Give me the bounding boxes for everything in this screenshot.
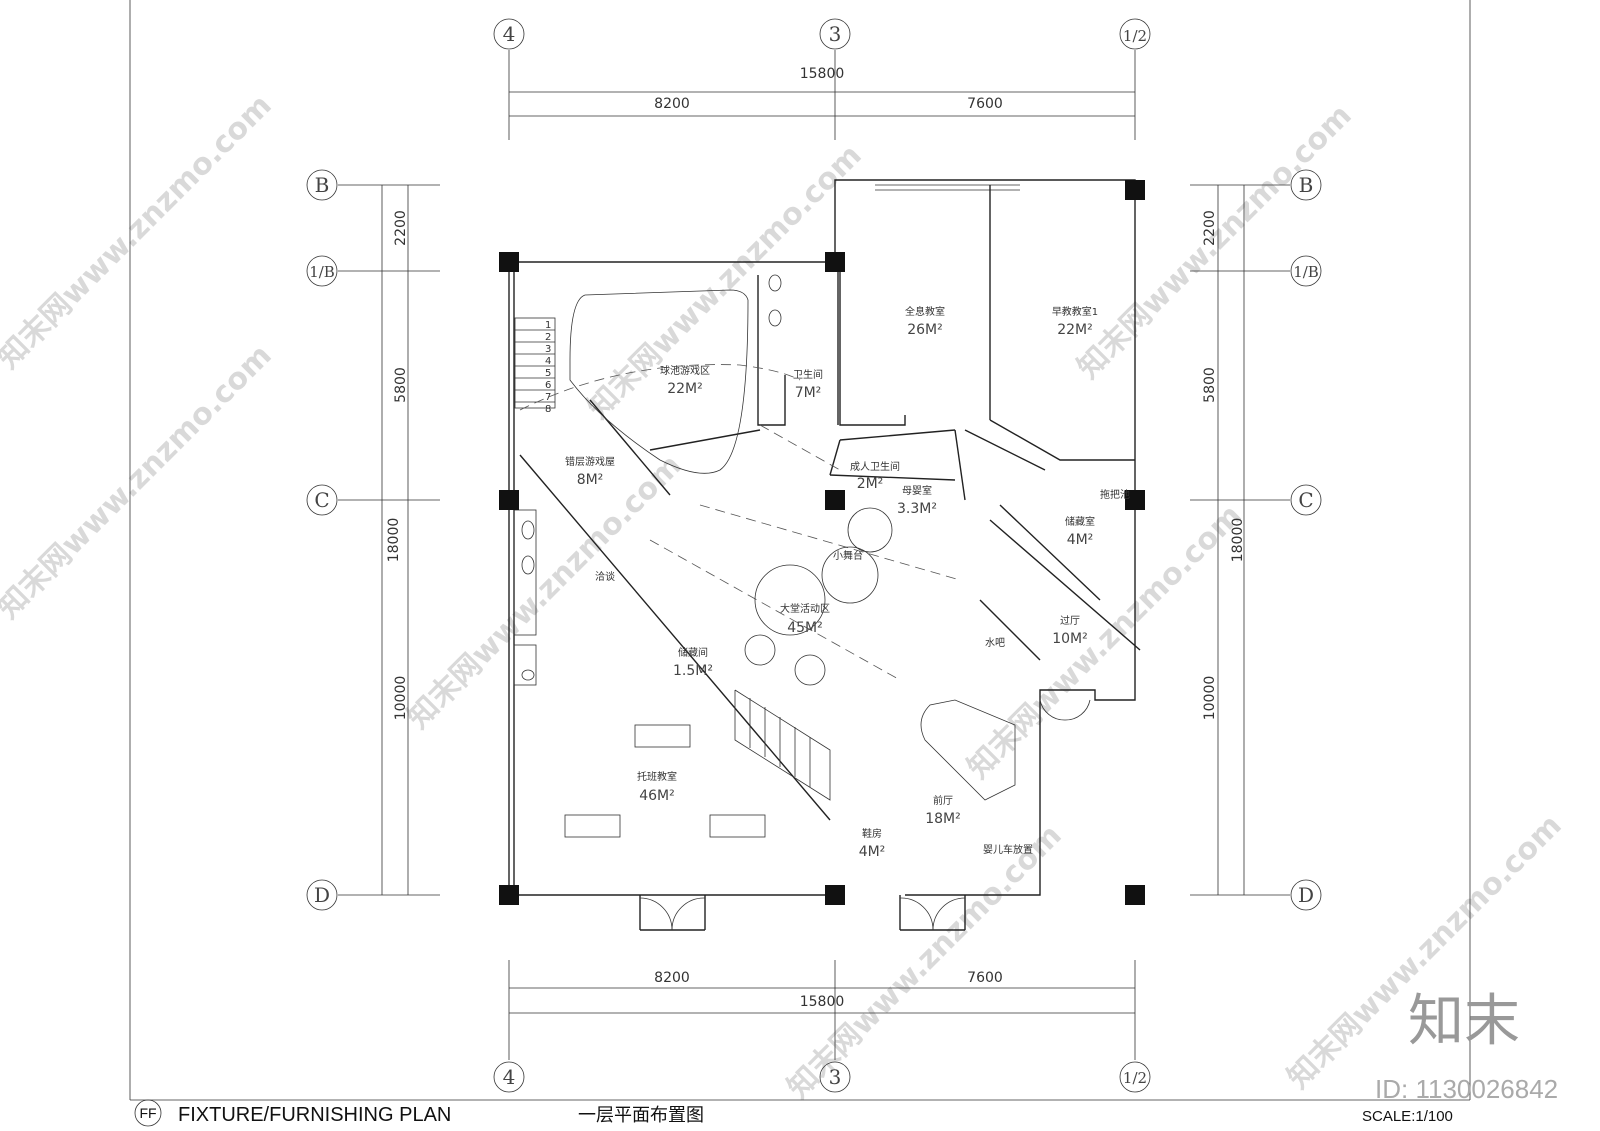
- drawing-scale: SCALE:1/100: [1362, 1108, 1453, 1125]
- grid-label-C-right: C: [1298, 488, 1313, 512]
- stair-step-6: 6: [545, 380, 551, 391]
- title-block: FF FIXTURE/FURNISHING PLAN 一层平面布置图 SCALE…: [134, 989, 1558, 1127]
- room-area-holo: 26M²: [907, 322, 943, 338]
- dim-left-total: 18000: [386, 518, 402, 563]
- grid-axis-left: B 1/B C D 18000 2200 5800 10000: [306, 169, 440, 911]
- watermark-8: 知末网www.znzmo.com: [1281, 808, 1569, 1096]
- grid-label-1-2-top: 1/2: [1123, 27, 1147, 45]
- room-name-split-house: 错层游戏屋: [565, 455, 615, 468]
- dim-right-5800: 5800: [1202, 367, 1218, 403]
- room-name-ball-pit: 球池游戏区: [660, 364, 710, 377]
- grid-label-1B-right: 1/B: [1293, 263, 1319, 281]
- label-water-bar: 水吧: [985, 637, 1005, 649]
- grid-axis-right: 18000 2200 5800 10000 B 1/B C D: [1190, 169, 1322, 911]
- grid-label-3-top: 3: [829, 22, 842, 46]
- room-area-adult-wc: 2M²: [857, 476, 884, 492]
- dim-right-2200: 2200: [1202, 210, 1218, 246]
- drawing-title-en: FIXTURE/FURNISHING PLAN: [178, 1104, 451, 1126]
- grid-label-4-top: 4: [503, 22, 516, 46]
- room-area-storeroom: 1.5M²: [673, 663, 713, 679]
- room-name-hall: 过厅: [1060, 614, 1080, 627]
- room-area-shoe-room: 4M²: [859, 844, 886, 860]
- dim-bottom-total: 15800: [800, 994, 845, 1010]
- room-name-early-ed: 早教教室1: [1052, 305, 1098, 318]
- room-name-nursery-class: 托班教室: [637, 770, 677, 783]
- grid-label-D-right: D: [1298, 883, 1314, 907]
- room-name-holo: 全息教室: [905, 305, 945, 318]
- label-mop: 拖把池: [1100, 488, 1130, 501]
- room-name-nursing: 母婴室: [902, 484, 932, 497]
- dim-bottom-left: 8200: [654, 970, 690, 986]
- grid-label-1-2-bottom: 1/2: [1123, 1069, 1147, 1087]
- stair-step-8: 8: [545, 404, 551, 415]
- room-area-storage: 4M²: [1067, 532, 1094, 548]
- room-name-adult-wc: 成人卫生间: [850, 460, 900, 473]
- grid-label-3-bottom: 3: [829, 1065, 842, 1089]
- room-name-storeroom: 储藏间: [678, 646, 708, 659]
- dim-top-total: 15800: [800, 66, 845, 82]
- dim-left-10000: 10000: [393, 676, 409, 721]
- grid-label-B-left: B: [315, 173, 330, 197]
- label-stage: 小舞台: [833, 549, 863, 562]
- grid-label-C-left: C: [314, 488, 329, 512]
- stair-step-1: 1: [545, 320, 551, 331]
- room-name-lobby: 大堂活动区: [780, 602, 830, 615]
- room-area-hall: 10M²: [1052, 631, 1088, 647]
- stair-step-5: 5: [545, 368, 551, 379]
- room-area-early-ed: 22M²: [1057, 322, 1093, 338]
- drawing-code: FF: [139, 1105, 156, 1121]
- dim-top-left: 8200: [654, 96, 690, 112]
- grid-axis-bottom: 8200 7600 15800 4 3 1/2: [493, 960, 1151, 1093]
- label-stroller: 婴儿车放置: [983, 843, 1033, 856]
- watermark-7: 知末网www.znzmo.com: [781, 818, 1069, 1106]
- structural-columns: [499, 180, 1145, 905]
- image-id: ID: 1130026842: [1375, 1074, 1558, 1104]
- brand-logo: 知末: [1408, 989, 1520, 1052]
- dim-bottom-right: 7600: [967, 970, 1003, 986]
- grid-label-B-right: B: [1299, 173, 1314, 197]
- watermark-1: 知末网www.znzmo.com: [0, 88, 279, 376]
- room-area-lobby: 45M²: [787, 620, 823, 636]
- dim-left-5800: 5800: [393, 367, 409, 403]
- watermark-layer: 知末网www.znzmo.com 知末网www.znzmo.com 知末网www…: [0, 88, 1569, 1106]
- watermark-4: 知末网www.znzmo.com: [0, 338, 279, 626]
- dim-top-right: 7600: [967, 96, 1003, 112]
- drawing-title-cn: 一层平面布置图: [578, 1105, 704, 1125]
- grid-label-4-bottom: 4: [503, 1065, 516, 1089]
- stair-step-2: 2: [545, 332, 551, 343]
- label-talk: 洽谈: [595, 570, 615, 583]
- room-area-toilet: 7M²: [795, 385, 822, 401]
- dim-right-total: 18000: [1230, 518, 1246, 563]
- stair-step-labels: 1 2 3 4 5 6 7 8: [545, 320, 551, 415]
- grid-label-1B-left: 1/B: [309, 263, 335, 281]
- grid-axis-top: 4 3 1/2 15800 8200 7600: [493, 18, 1151, 140]
- room-labels: 全息教室 26M² 早教教室1 22M² 球池游戏区 22M² 卫生间 7M² …: [565, 305, 1130, 860]
- room-area-foyer: 18M²: [925, 811, 961, 827]
- room-area-nursery-class: 46M²: [639, 788, 675, 804]
- room-name-toilet: 卫生间: [793, 368, 823, 381]
- room-area-nursing: 3.3M²: [897, 501, 937, 517]
- watermark-2: 知末网www.znzmo.com: [581, 138, 869, 426]
- dim-right-10000: 10000: [1202, 676, 1218, 721]
- dim-left-2200: 2200: [393, 210, 409, 246]
- stair-step-4: 4: [545, 356, 551, 367]
- room-area-split-house: 8M²: [577, 472, 604, 488]
- stair-step-7: 7: [545, 392, 551, 403]
- watermark-5: 知末网www.znzmo.com: [401, 448, 689, 736]
- stair-step-3: 3: [545, 344, 551, 355]
- room-area-ball-pit: 22M²: [667, 381, 703, 397]
- room-name-shoe-room: 鞋房: [862, 827, 882, 840]
- room-name-storage: 储藏室: [1065, 515, 1095, 528]
- grid-label-D-left: D: [314, 883, 330, 907]
- room-name-foyer: 前厅: [933, 794, 953, 807]
